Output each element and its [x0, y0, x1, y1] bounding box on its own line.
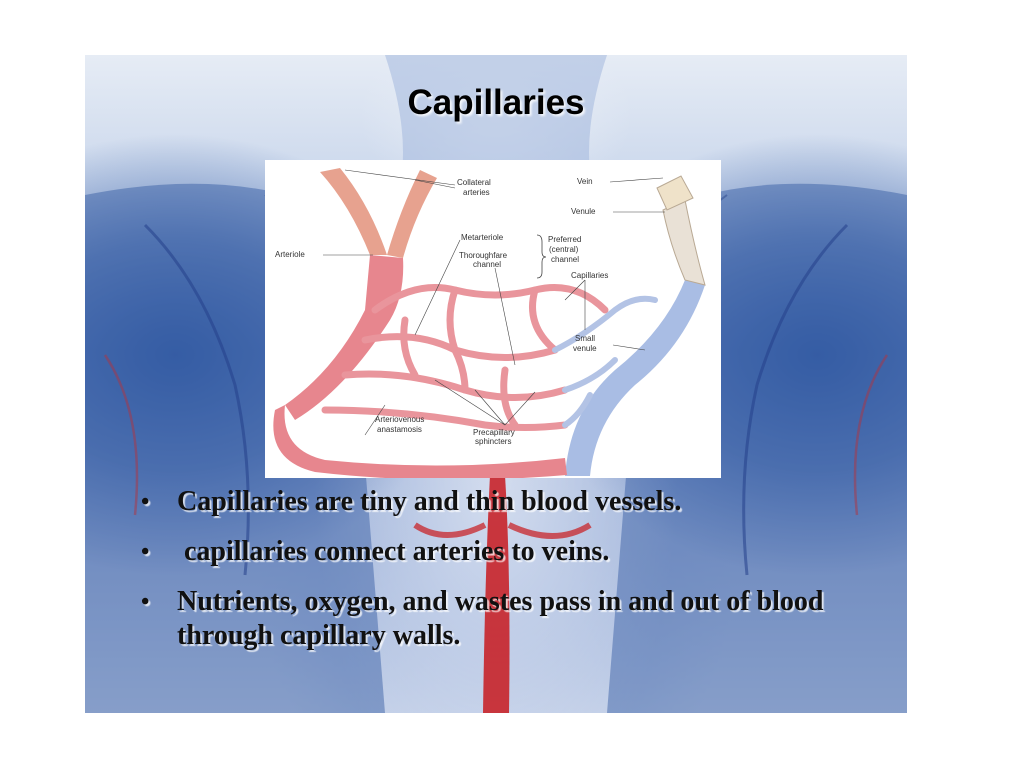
label-collateral-2: arteries [463, 188, 490, 197]
label-collateral-1: Collateral [457, 178, 491, 187]
label-metarteriole: Metarteriole [461, 233, 504, 242]
label-thoroughfare-2: channel [473, 260, 501, 269]
slide-title: Capillaries [407, 83, 585, 122]
label-av-2: anastamosis [377, 425, 422, 434]
label-arteriole: Arteriole [275, 250, 305, 259]
label-preferred-3: channel [551, 255, 579, 264]
slide: Capillaries [85, 55, 907, 713]
bullet-item: • capillaries connect arteries to veins. [137, 535, 857, 569]
label-vein: Vein [577, 177, 593, 186]
bullet-item: • Nutrients, oxygen, and wastes pass in a… [137, 585, 857, 653]
bullet-text: capillaries connect arteries to veins. [177, 536, 610, 567]
label-small-venule-1: Small [575, 334, 595, 343]
bullet-list: • Capillaries are tiny and thin blood ves… [137, 485, 857, 669]
label-av-1: Arteriovenous [375, 415, 424, 424]
capillary-bed-diagram: Collateral arteries Vein Venule Arteriol… [265, 160, 721, 478]
bullet-dot: • [141, 589, 150, 615]
bullet-text: Capillaries are tiny and thin blood vess… [177, 486, 682, 517]
label-precap-2: sphincters [475, 437, 511, 446]
bullet-text: Nutrients, oxygen, and wastes pass in an… [177, 586, 824, 651]
label-capillaries: Capillaries [571, 271, 608, 280]
bullet-item: • Capillaries are tiny and thin blood ves… [137, 485, 857, 519]
label-preferred-1: Preferred [548, 235, 581, 244]
bullet-dot: • [141, 539, 150, 565]
label-preferred-2: (central) [549, 245, 579, 254]
label-precap-1: Precapillary [473, 428, 515, 437]
label-small-venule-2: venule [573, 344, 597, 353]
label-venule: Venule [571, 207, 596, 216]
label-thoroughfare-1: Thoroughfare [459, 251, 508, 260]
bullet-dot: • [141, 489, 150, 515]
